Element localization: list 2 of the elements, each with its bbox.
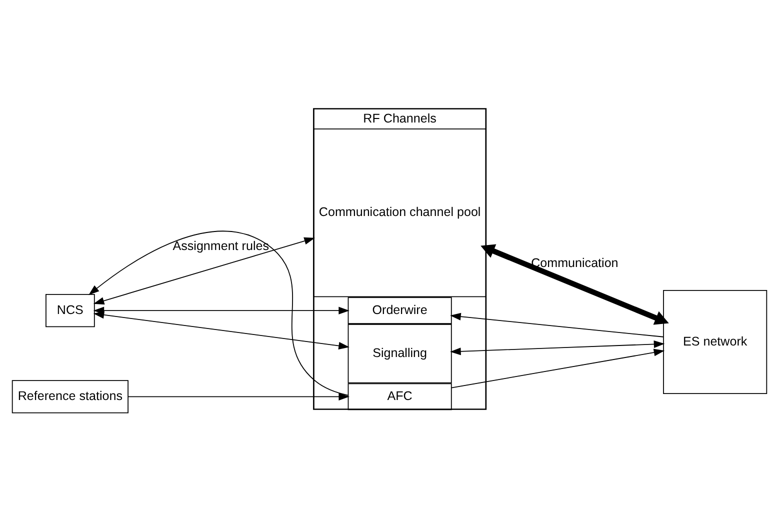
edge-label: Assignment rules [172,238,269,253]
edge-label: Communication [531,256,618,270]
